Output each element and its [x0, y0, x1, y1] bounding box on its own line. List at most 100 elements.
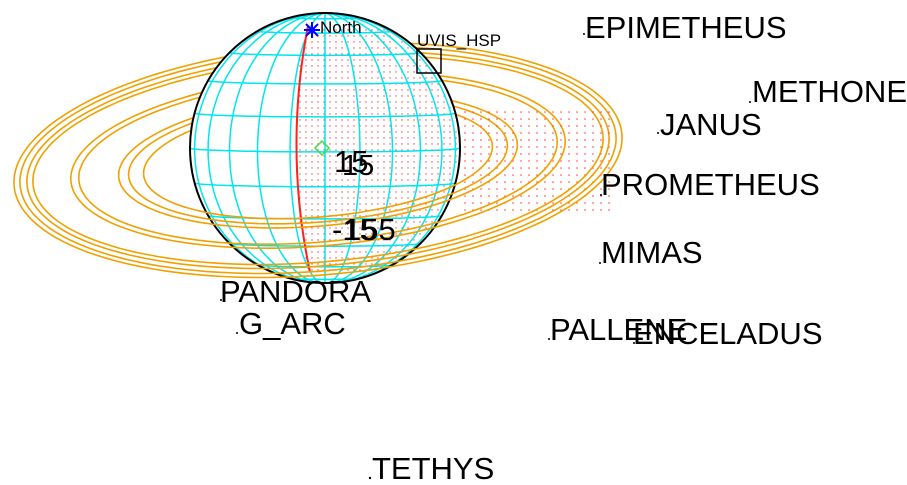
ring-arc [70, 138, 567, 249]
shadow-dot [464, 125, 466, 127]
night-dot [335, 107, 337, 109]
night-dot [407, 59, 409, 61]
night-dot [437, 107, 439, 109]
night-dot [305, 95, 307, 97]
shadow-dot [576, 146, 578, 148]
shadow-dot [472, 125, 474, 127]
night-dot [329, 191, 331, 193]
night-dot [335, 125, 337, 127]
night-dot [335, 191, 337, 193]
shadow-dot [568, 111, 570, 113]
shadow-dot [560, 160, 562, 162]
night-dot [389, 41, 391, 43]
night-dot [305, 125, 307, 127]
shadow-dot [520, 181, 522, 183]
night-dot [389, 137, 391, 139]
shadow-dot [464, 209, 466, 211]
night-dot [377, 179, 379, 181]
night-dot [407, 95, 409, 97]
night-dot [341, 167, 343, 169]
night-dot [377, 149, 379, 151]
night-dot [329, 119, 331, 121]
night-dot [329, 209, 331, 211]
planet-limb [189, 12, 461, 284]
night-dot [371, 119, 373, 121]
night-dot [329, 155, 331, 157]
night-dot [371, 125, 373, 127]
night-dot [431, 113, 433, 115]
night-dot [395, 71, 397, 73]
night-dot [353, 143, 355, 145]
shadow-dot [512, 139, 514, 141]
shadow-dot [520, 195, 522, 197]
night-dot [311, 143, 313, 145]
night-dot [329, 107, 331, 109]
night-dot [389, 89, 391, 91]
night-dot [341, 59, 343, 61]
night-dot [335, 53, 337, 55]
night-dot [347, 173, 349, 175]
terminator-line [295, 25, 311, 273]
night-dot [419, 119, 421, 121]
night-dot [443, 155, 445, 157]
night-dot [407, 221, 409, 223]
night-dot [359, 95, 361, 97]
night-dot [443, 107, 445, 109]
shadow-dot [536, 188, 538, 190]
night-dot [377, 113, 379, 115]
night-dot [317, 113, 319, 115]
night-dot [371, 77, 373, 79]
night-dot [335, 143, 337, 145]
night-dot [329, 41, 331, 43]
night-dot [377, 143, 379, 145]
night-dot [407, 77, 409, 79]
night-dot [305, 233, 307, 235]
night-dot [437, 125, 439, 127]
night-dot [431, 137, 433, 139]
night-dot [389, 203, 391, 205]
shadow-dot [560, 139, 562, 141]
night-dot [371, 35, 373, 37]
night-dot [389, 173, 391, 175]
night-dot [437, 209, 439, 211]
night-dot [395, 149, 397, 151]
night-dot [431, 107, 433, 109]
night-dot [329, 161, 331, 163]
night-dot [383, 227, 385, 229]
night-dot [317, 119, 319, 121]
night-dot [311, 149, 313, 151]
shadow-dot [512, 118, 514, 120]
night-dot [341, 251, 343, 253]
shadow-dot [512, 125, 514, 127]
shadow-dot [560, 132, 562, 134]
night-dot [377, 89, 379, 91]
shadow-dot [536, 118, 538, 120]
night-dot [299, 191, 301, 193]
shadow-dot [536, 160, 538, 162]
night-dot [317, 209, 319, 211]
night-dot [455, 161, 457, 163]
lat-label-upper: 15 [334, 144, 368, 179]
night-dot [365, 29, 367, 31]
shadow-dot [584, 153, 586, 155]
night-dot [365, 197, 367, 199]
ring-arc [32, 135, 604, 266]
night-dot [371, 47, 373, 49]
night-dot [305, 173, 307, 175]
night-dot [395, 173, 397, 175]
night-dot [413, 179, 415, 181]
night-dot [305, 71, 307, 73]
night-dot [401, 65, 403, 67]
night-dot [317, 77, 319, 79]
night-dot [317, 47, 319, 49]
night-dot [359, 227, 361, 229]
shadow-dot [472, 160, 474, 162]
night-dot [395, 257, 397, 259]
night-dot [353, 251, 355, 253]
shadow-dot [504, 111, 506, 113]
night-dot [419, 233, 421, 235]
night-dot [383, 221, 385, 223]
shadow-dot [496, 195, 498, 197]
night-dot [413, 113, 415, 115]
night-dot [311, 113, 313, 115]
